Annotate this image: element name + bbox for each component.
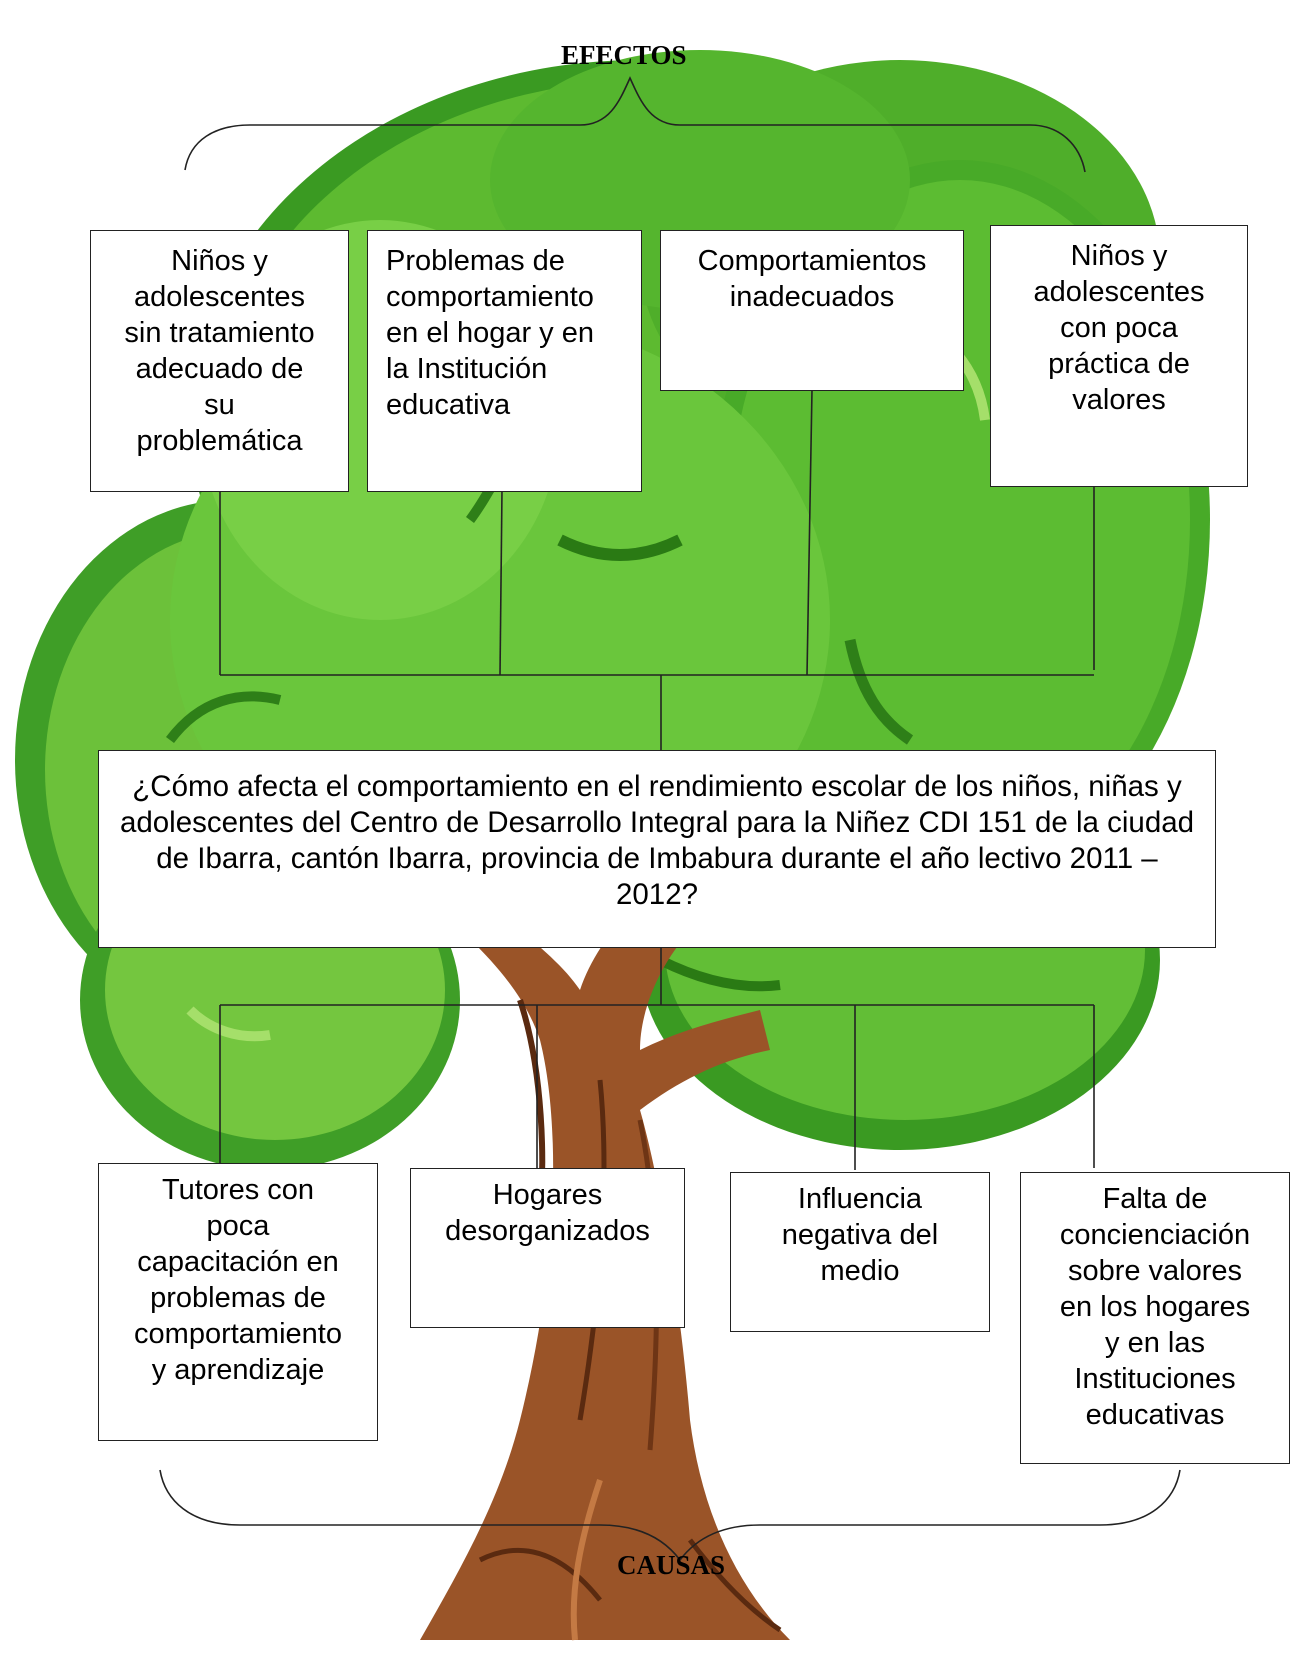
effect-box-1: Niños y adolescentes sin tratamiento ade…	[90, 230, 349, 492]
causes-brace	[159, 1469, 1181, 1562]
effect-box-4: Niños y adolescentes con poca práctica d…	[990, 225, 1248, 487]
cause-box-3: Influencia negativa del medio	[730, 1172, 990, 1332]
causes-connectors	[219, 948, 1095, 1170]
cause-box-4: Falta de concienciación sobre valores en…	[1020, 1172, 1290, 1464]
cause-box-2: Hogares desorganizados	[410, 1168, 685, 1328]
effects-title: EFECTOS	[561, 40, 687, 70]
central-problem-box: ¿Cómo afecta el comportamiento en el ren…	[98, 750, 1216, 948]
effects-brace	[184, 76, 1086, 173]
effect-box-3: Comportamientos inadecuados	[660, 230, 964, 391]
cause-box-1: Tutores con poca capacitación en problem…	[98, 1163, 378, 1441]
effect-box-2: Problemas de comportamiento en el hogar …	[367, 230, 642, 492]
causes-title: CAUSAS	[617, 1550, 726, 1580]
effects-connectors	[219, 389, 1095, 750]
